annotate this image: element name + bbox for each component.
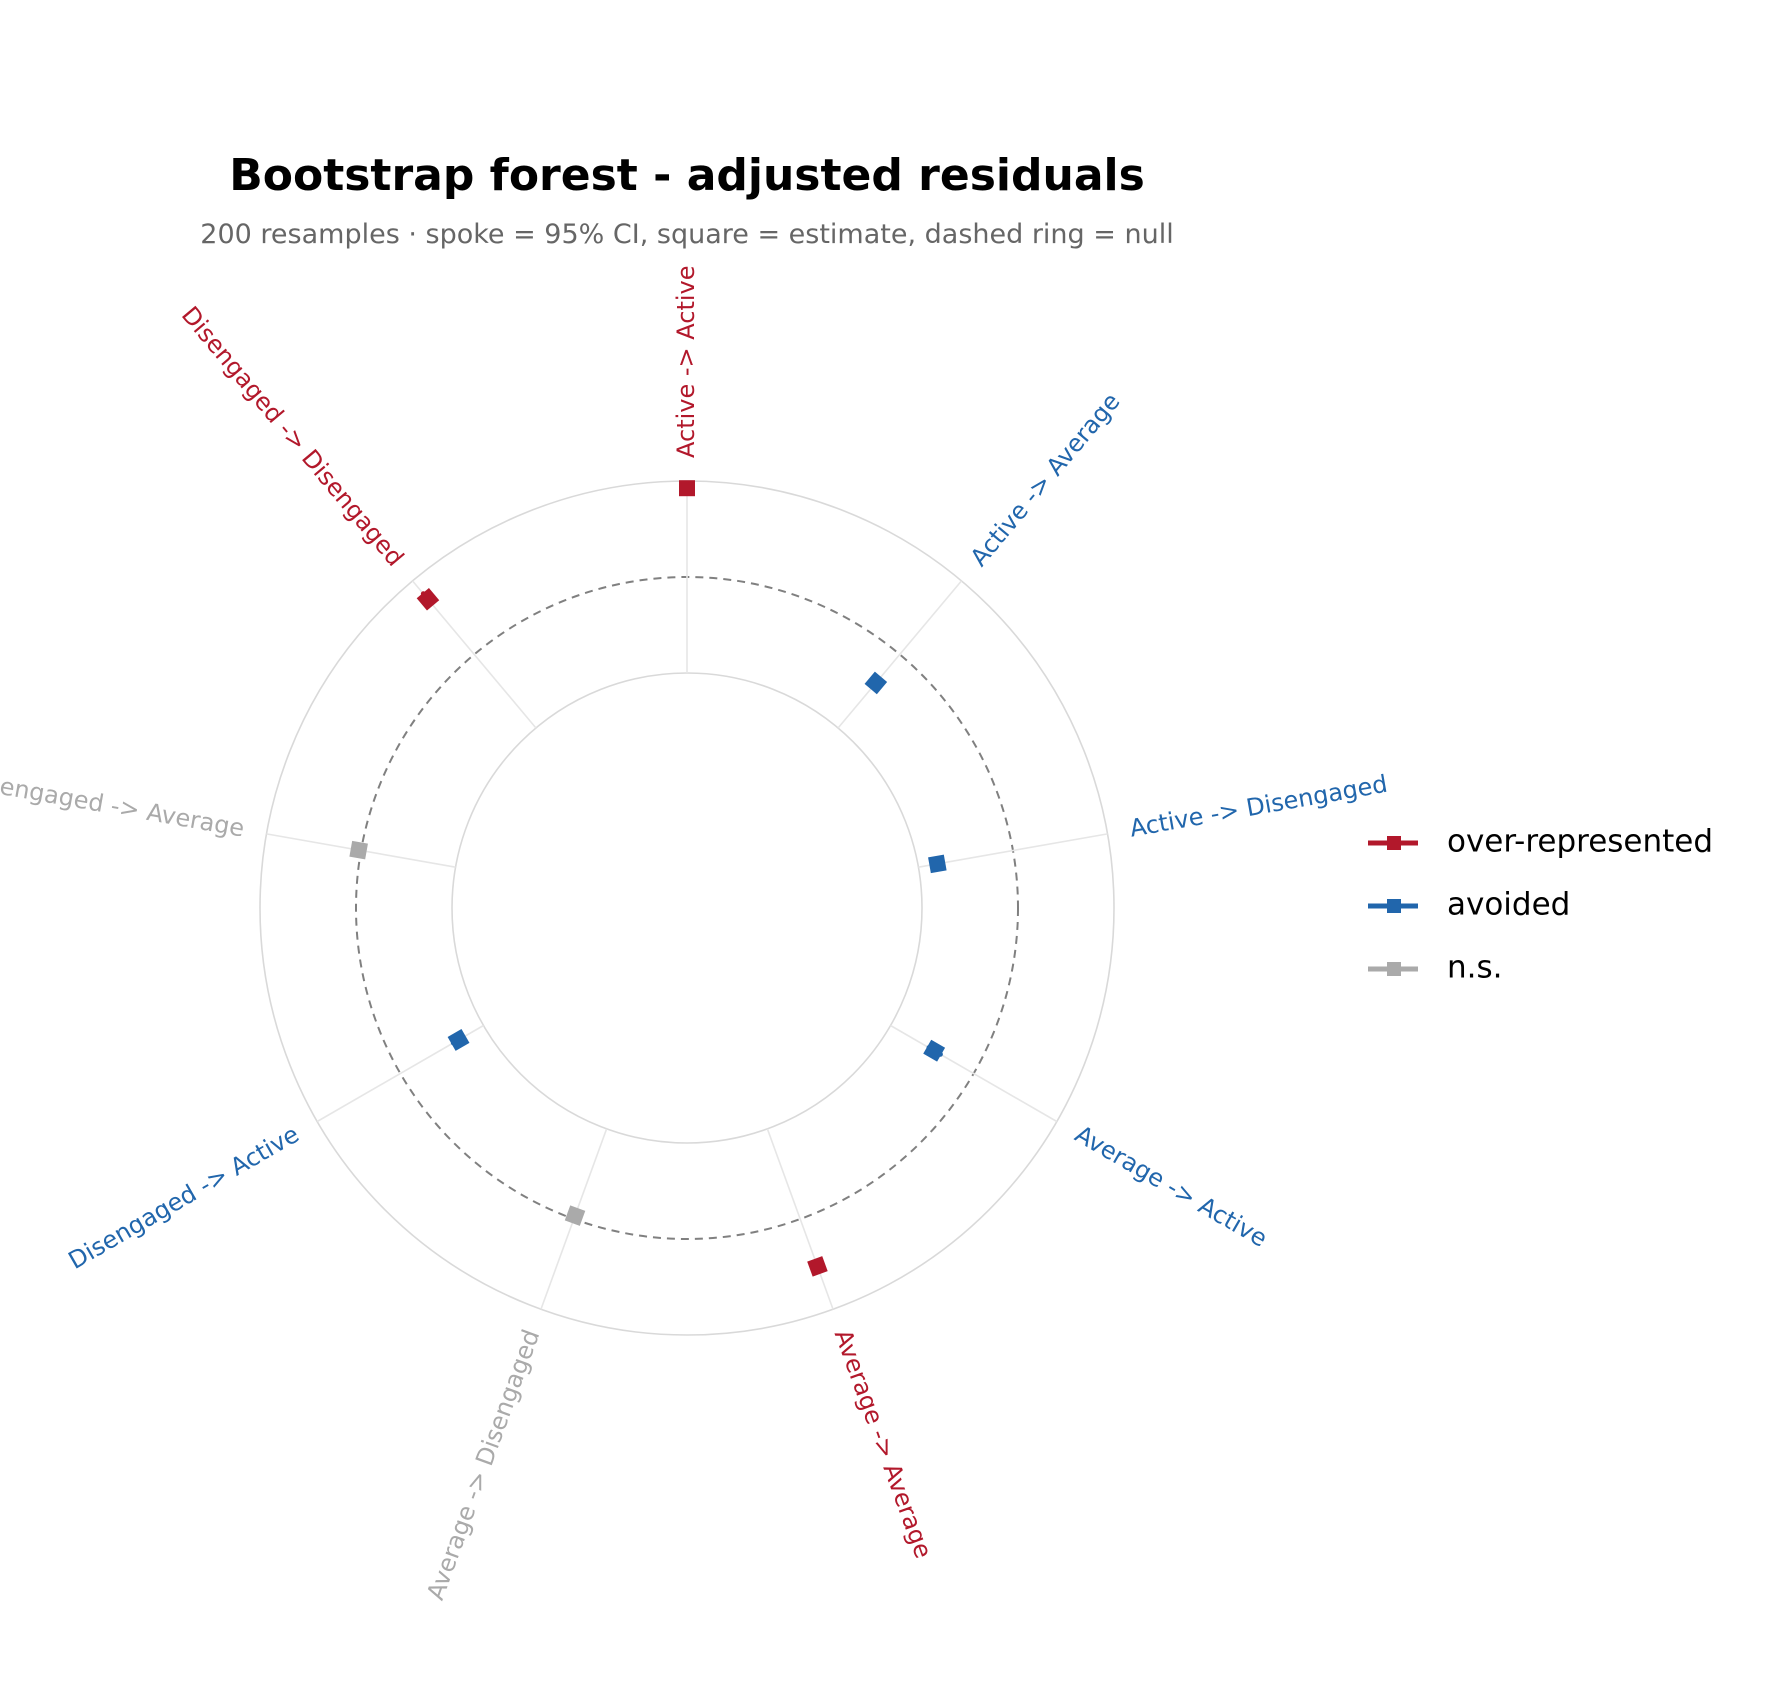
estimate-marker-average-active [923, 1039, 946, 1062]
legend: over-represented avoided n.s. [1368, 824, 1713, 986]
estimate-marker-active-active [679, 480, 695, 497]
legend-marker-over-represented [1387, 836, 1401, 850]
estimate-marker-disengaged-average [349, 840, 368, 860]
legend-label-avoided: avoided [1447, 887, 1570, 923]
forest-marks [349, 480, 947, 1277]
legend-marker-avoided [1387, 899, 1401, 913]
polar-grid [259, 480, 1115, 1336]
legend-item-n-s-: n.s. [1368, 950, 1503, 986]
spoke-label-disengaged-average: Disengaged -> Average [0, 766, 246, 843]
spoke-label-average-active: Average -> Active [1070, 1120, 1272, 1253]
grid-ring-0 [451, 672, 923, 1144]
spoke-label-average-average: Average -> Average [829, 1326, 938, 1562]
estimate-marker-active-average [864, 671, 888, 695]
spoke-label-average-disengaged: Average -> Disengaged [421, 1326, 545, 1604]
estimate-marker-active-disengaged [928, 854, 947, 874]
spoke-guide-average-average [766, 1128, 834, 1310]
spoke-guide-active-disengaged [918, 833, 1108, 868]
spoke-label-active-disengaged: Active -> Disengaged [1128, 770, 1390, 843]
legend-label-n-s-: n.s. [1447, 950, 1503, 986]
legend-marker-n-s- [1387, 962, 1401, 976]
spoke-guide-average-active [890, 1024, 1058, 1123]
spoke-label-active-average: Active -> Average [965, 388, 1126, 572]
legend-label-over-represented: over-represented [1447, 824, 1713, 860]
legend-item-over-represented: over-represented [1368, 824, 1713, 860]
spoke-guide-active-average [837, 580, 963, 729]
estimate-marker-average-average [807, 1256, 828, 1277]
chart-title: Bootstrap forest - adjusted residuals [229, 150, 1145, 201]
spoke-label-active-active: Active -> Active [672, 265, 700, 458]
chart-subtitle: 200 resamples · spoke = 95% CI, square =… [200, 219, 1173, 250]
null-ring [355, 576, 1019, 1240]
estimate-marker-disengaged-disengaged [416, 588, 440, 611]
legend-item-avoided: avoided [1368, 887, 1570, 923]
estimate-marker-disengaged-active [447, 1028, 470, 1051]
estimate-marker-average-disengaged [564, 1205, 586, 1226]
spoke-label-disengaged-disengaged: Disengaged -> Disengaged [176, 301, 409, 572]
spoke-label-disengaged-active: Disengaged -> Active [64, 1120, 304, 1275]
